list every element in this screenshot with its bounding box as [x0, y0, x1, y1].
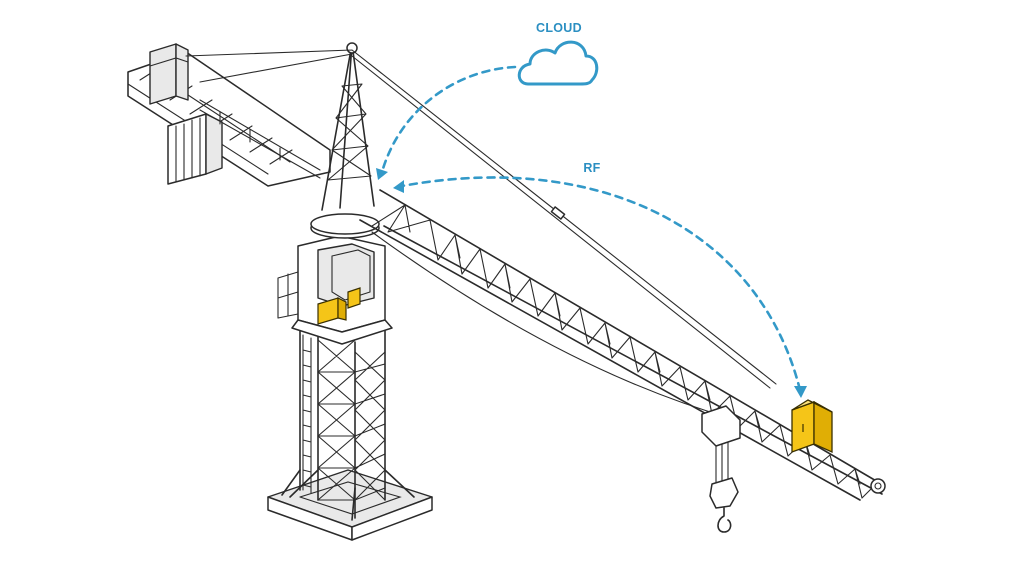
rf-label: RF [583, 161, 600, 175]
rf-link-arrowhead-end [794, 386, 807, 398]
crane-base [267, 469, 433, 541]
crane-tower-peak [321, 42, 375, 211]
cloud-link-arrow [380, 65, 517, 174]
tower-crane-illustration [127, 42, 886, 541]
rf-link-arrow [400, 176, 802, 392]
crane-tower-mast [281, 327, 415, 521]
crane-pendant-ties [185, 49, 777, 389]
crane-counter-jib [127, 43, 331, 187]
connectivity-links [376, 65, 807, 398]
jib-device-box [791, 399, 833, 454]
cloud-label: CLOUD [536, 21, 582, 35]
rf-link-arrowhead-start [393, 180, 404, 193]
crane-trolley-hook [701, 405, 741, 533]
cab-device-box [317, 287, 361, 325]
cloud-icon [517, 40, 599, 86]
cloud-link-arrowhead [376, 168, 388, 180]
crane-jib [359, 189, 886, 501]
